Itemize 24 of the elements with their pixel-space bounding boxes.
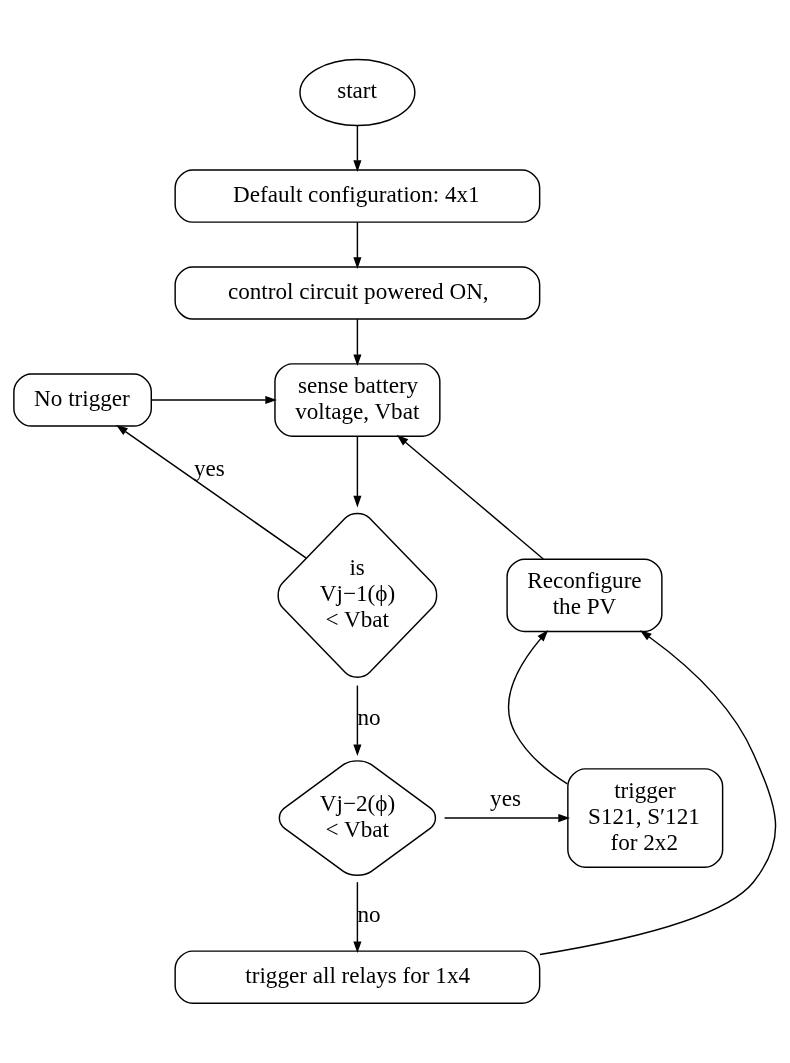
arrow <box>353 435 362 508</box>
edge-label: no <box>357 704 381 731</box>
node-box: Reconfigure the PV <box>506 558 663 633</box>
arrow <box>353 124 362 172</box>
edge-label: yes <box>490 785 521 812</box>
node-box: trigger all relays for 1x4 <box>174 950 541 1004</box>
arrow <box>353 881 362 954</box>
edge-label: yes <box>193 455 225 482</box>
arrow <box>443 814 570 823</box>
node-box: trigger S121, S′121 for 2x2 <box>567 768 724 868</box>
arrow <box>116 425 307 559</box>
arrow <box>539 630 777 956</box>
edge-label: no <box>357 900 381 927</box>
node-box: control circuit powered ON, <box>174 266 541 320</box>
node-box: sense battery voltage, Vbat <box>274 363 441 437</box>
node-box: No trigger <box>13 373 152 427</box>
arrow <box>353 318 362 367</box>
arrow <box>353 221 362 269</box>
arrow <box>396 434 544 560</box>
node-ellipse: start <box>299 58 416 127</box>
node-box: Default configuration: 4x1 <box>174 169 541 223</box>
arrow <box>151 396 277 405</box>
arrow <box>507 630 569 785</box>
arrow <box>353 684 362 757</box>
